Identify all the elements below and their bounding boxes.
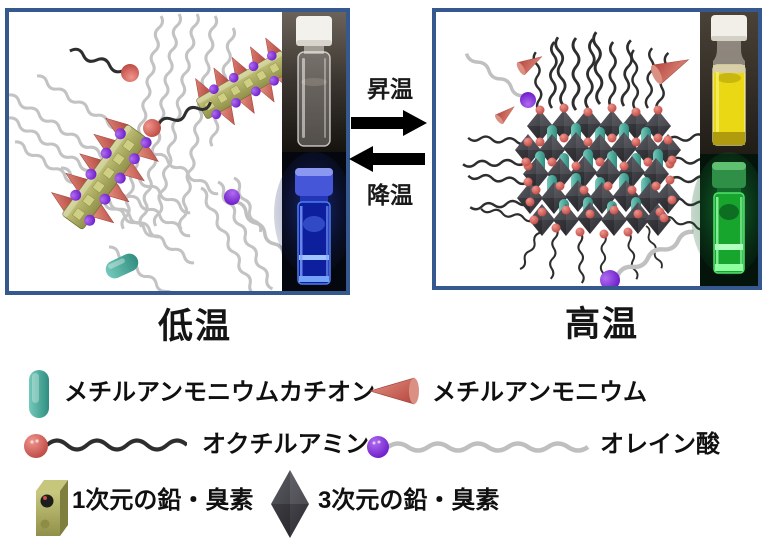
legend-item-label: メチルアンモニウムカチオン xyxy=(64,379,376,406)
high-temp-label: 高温 xyxy=(564,305,639,344)
octylamine-ligand-icon xyxy=(24,434,187,458)
clear-solution-vial-photo xyxy=(282,12,346,152)
heating-arrow-icon xyxy=(351,110,427,136)
green-emission-vial-photo xyxy=(691,152,758,286)
cooling-label: 降温 xyxy=(367,182,413,208)
high-temp-panel xyxy=(432,8,762,290)
lead-bromide-1d-box-icon xyxy=(36,480,68,536)
low-temp-illustration xyxy=(9,12,346,291)
nanocrystal-3d xyxy=(515,103,681,239)
legend-item-label: オクチルアミン xyxy=(202,431,370,458)
octylamine-molecule xyxy=(65,40,144,87)
legend-item-label: オレイン酸 xyxy=(600,431,720,458)
methylammonium-cation-cylinder-icon xyxy=(29,370,49,418)
heating-label: 昇温 xyxy=(367,76,413,102)
legend-item-label: メチルアンモニウム xyxy=(432,379,648,406)
methylammonium-cone xyxy=(648,49,694,87)
methylammonium-cation-capsule xyxy=(105,253,139,279)
lead-bromide-3d-octahedron-icon xyxy=(271,470,309,538)
methylammonium-cone xyxy=(493,101,519,126)
legend-item-label: 3次元の鉛・臭素 xyxy=(318,487,500,514)
legend-item-label: 1次元の鉛・臭素 xyxy=(72,487,254,514)
low-temp-panel xyxy=(5,8,350,295)
legend: メチルアンモニウムカチオン メチルアンモニウム オクチルアミン オレイン酸 1次… xyxy=(0,357,768,544)
cooling-arrow-icon xyxy=(349,146,425,172)
oleic-acid-ligand-icon xyxy=(367,436,590,458)
yellow-solution-vial-photo xyxy=(700,12,758,154)
oleic-acid-molecule xyxy=(459,45,541,113)
low-temp-label: 低温 xyxy=(157,307,232,346)
methylammonium-cone-icon xyxy=(369,377,420,405)
high-temp-illustration xyxy=(459,12,758,286)
blue-emission-vial-photo xyxy=(274,152,346,291)
methylammonium-cone xyxy=(514,50,546,77)
